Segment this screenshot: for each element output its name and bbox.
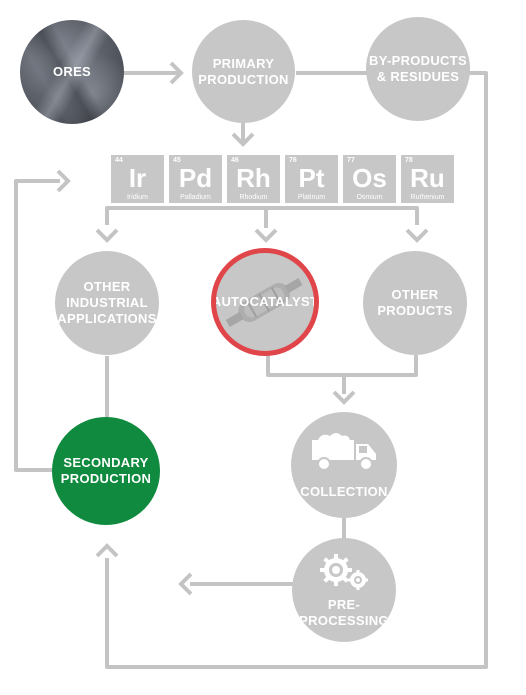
arrowhead-preprocessing-left [178, 572, 193, 596]
autocatalyst-node: AUTOCATALYST [211, 248, 319, 356]
other-products-node: OTHER PRODUCTS [363, 251, 467, 355]
element-name: Osmium [356, 194, 383, 201]
atomic-number: 76 [289, 157, 297, 164]
line-secondary-to-elements [14, 179, 60, 472]
atomic-number: 44 [115, 157, 123, 164]
collection-node: COLLECTION [291, 412, 397, 518]
element-name: Platinum [297, 194, 326, 201]
arrowhead-other-products [405, 228, 429, 243]
byproducts-residues-node: BY-PRODUCTS & RESIDUES [366, 17, 470, 121]
element-name: Rhodium [239, 194, 268, 201]
arrowhead-elements [231, 132, 255, 147]
collection-label: COLLECTION [300, 484, 388, 499]
element-name: Iridium [126, 194, 148, 201]
arrowhead-primary [169, 61, 184, 85]
byproducts-residues-label: BY-PRODUCTS & RESIDUES [369, 53, 467, 84]
other-industrial-applications-node: OTHER INDUSTRIAL APPLICATIONS [55, 251, 159, 355]
gears-icon [320, 554, 368, 590]
ores-node: ORES [20, 20, 124, 124]
autocatalyst-label: AUTOCATALYST [211, 294, 319, 309]
element-symbol: Pd [178, 163, 213, 193]
other-industrial-applications-label: OTHER INDUSTRIAL APPLICATIONS [57, 279, 157, 326]
catalytic-converter-icon [225, 278, 303, 327]
arrowhead-autocatalyst [254, 228, 278, 243]
element-name: Ruthenium [410, 194, 445, 201]
arrowhead-industrial [95, 228, 119, 243]
primary-production-node: PRIMARY PRODUCTION [192, 20, 295, 123]
ores-label: ORES [52, 64, 92, 79]
element-symbol: Pt [298, 163, 325, 193]
atomic-number: 46 [231, 157, 239, 164]
line-byproducts-return [105, 71, 488, 669]
arrowhead-secondary-bottom [95, 543, 119, 558]
element-name: Palladium [180, 194, 211, 201]
atomic-number: 77 [347, 157, 355, 164]
preprocessing-node: PRE- PROCESSING [292, 538, 396, 642]
element-symbol: Rh [236, 163, 271, 193]
atomic-number: 78 [405, 157, 413, 164]
secondary-production-node: SECONDARY PRODUCTION [52, 417, 160, 525]
truck-icon [312, 433, 376, 471]
element-symbol: Ru [410, 163, 445, 193]
arrowhead-secondary-loop [56, 169, 71, 193]
preprocessing-label: PRE- PROCESSING [299, 597, 389, 628]
arrowhead-collection [332, 390, 356, 405]
element-symbol: Os [352, 163, 387, 193]
primary-production-label: PRIMARY PRODUCTION [198, 55, 289, 87]
secondary-production-label: SECONDARY PRODUCTION [60, 455, 152, 486]
atomic-number: 45 [173, 157, 181, 164]
line-products-to-collection [266, 355, 418, 394]
other-products-label: OTHER PRODUCTS [377, 287, 453, 318]
line-elements-distribution [105, 206, 419, 228]
element-symbol: Ir [128, 163, 147, 193]
